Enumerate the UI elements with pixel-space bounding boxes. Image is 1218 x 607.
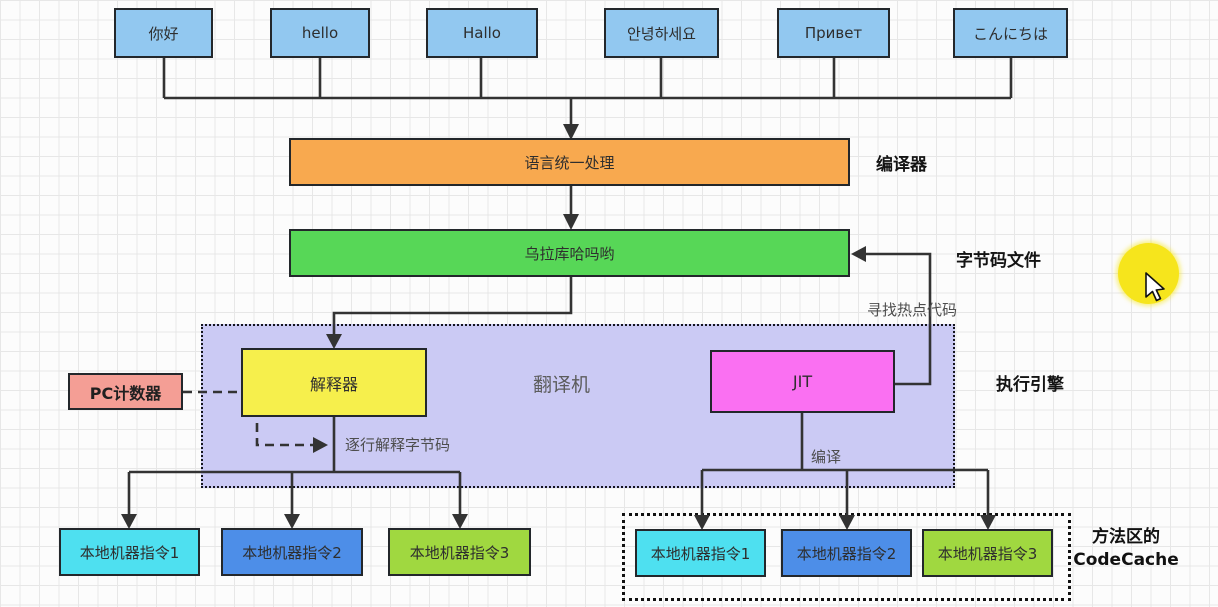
cursor-icon bbox=[1145, 272, 1165, 302]
codecache-label: 方法区的 CodeCache bbox=[1068, 526, 1184, 572]
language-box-zh: 你好 bbox=[114, 8, 213, 58]
edge-label-interpret: 逐行解释字节码 bbox=[345, 436, 451, 454]
pc-counter-box: PC计数器 bbox=[68, 373, 183, 410]
language-box-en: hello bbox=[270, 8, 370, 58]
interpreter-box: 解释器 bbox=[241, 348, 427, 417]
language-box-ko: 안녕하세요 bbox=[604, 8, 719, 58]
bytecode-side-label: 字节码文件 bbox=[956, 251, 1041, 271]
native-instruction-right-1: 本地机器指令1 bbox=[635, 529, 766, 577]
native-instruction-left-2: 本地机器指令2 bbox=[221, 528, 363, 576]
native-instruction-right-2: 本地机器指令2 bbox=[781, 529, 912, 577]
codecache-label-line1: 方法区的 bbox=[1092, 527, 1160, 547]
language-box-ru: Привет bbox=[777, 8, 890, 58]
codecache-label-line2: CodeCache bbox=[1073, 550, 1179, 570]
native-instruction-left-3: 本地机器指令3 bbox=[388, 528, 531, 576]
engine-side-label: 执行引擎 bbox=[996, 375, 1064, 395]
native-instruction-left-1: 本地机器指令1 bbox=[59, 528, 200, 576]
native-instruction-right-3: 本地机器指令3 bbox=[922, 529, 1053, 577]
language-box-de: Hallo bbox=[426, 8, 538, 58]
jit-box: JIT bbox=[710, 350, 895, 413]
compiler-side-label: 编译器 bbox=[876, 155, 927, 175]
edge-label-compile: 编译 bbox=[811, 448, 842, 466]
compiler-box: 语言统一处理 bbox=[289, 138, 850, 186]
bytecode-box: 乌拉库哈吗哟 bbox=[289, 229, 850, 277]
edge-label-hotspot: 寻找热点代码 bbox=[867, 301, 958, 319]
translator-area-label: 翻译机 bbox=[533, 374, 591, 396]
language-box-ja: こんにちは bbox=[953, 8, 1068, 58]
